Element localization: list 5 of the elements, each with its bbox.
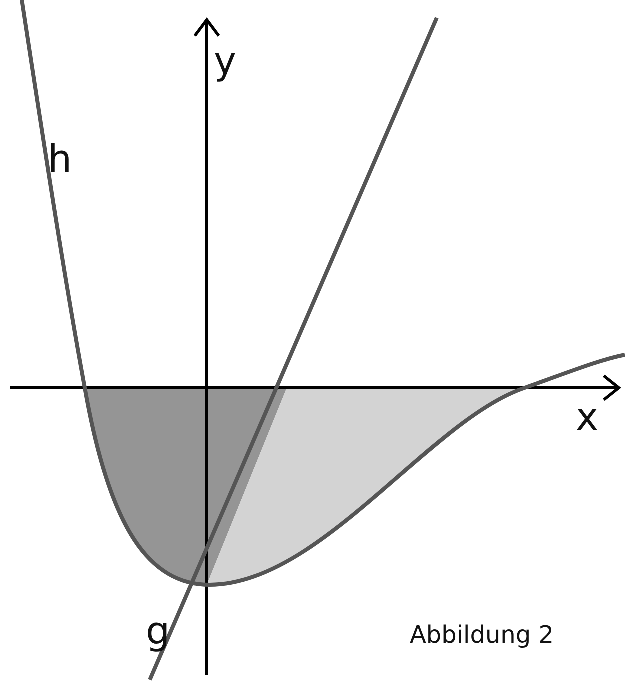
axis-label: y <box>214 42 236 80</box>
axis-label: g <box>146 612 170 650</box>
axis-label: x <box>576 398 598 436</box>
axis-label: Abbildung 2 <box>410 623 554 647</box>
axis-label: h <box>48 140 72 178</box>
